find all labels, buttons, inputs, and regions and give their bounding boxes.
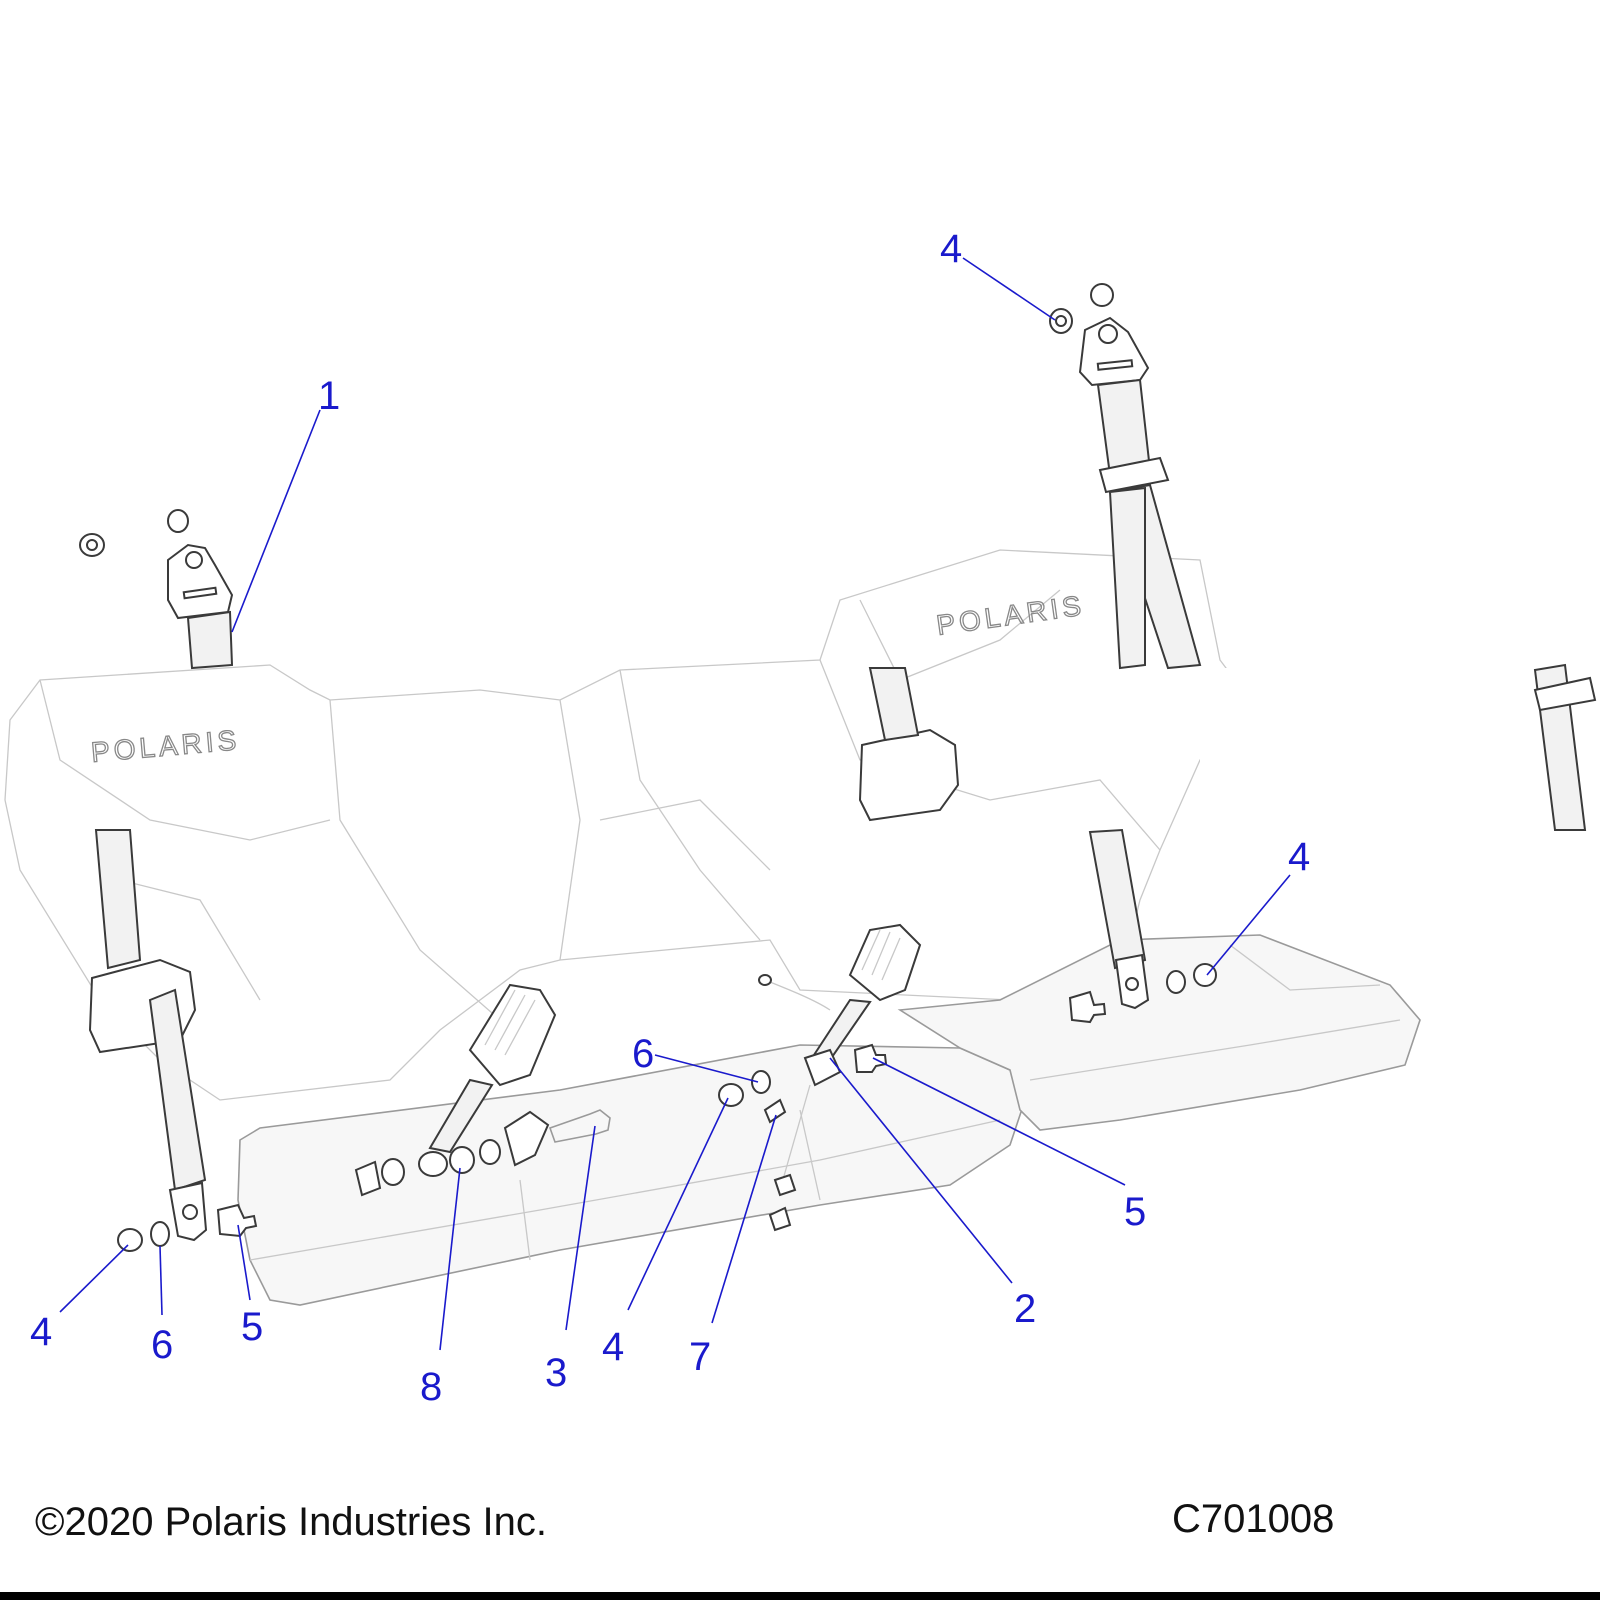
callout-4-center: 4	[602, 1097, 729, 1369]
bottom-border	[0, 1592, 1600, 1600]
svg-text:6: 6	[151, 1323, 173, 1367]
callout-2: 2	[829, 1057, 1036, 1331]
svg-text:7: 7	[689, 1335, 711, 1379]
buckle-left	[468, 983, 557, 1087]
svg-text:5: 5	[241, 1305, 263, 1349]
washer-lower-left	[150, 1221, 170, 1247]
svg-text:4: 4	[940, 227, 962, 271]
callout-5-right: 5	[872, 1057, 1146, 1234]
bolt-right	[1068, 990, 1107, 1024]
callout-5-left: 5	[237, 1224, 263, 1349]
bushing-center	[449, 1146, 475, 1174]
callout-4-left: 4	[30, 1244, 129, 1354]
nut-lower-left	[117, 1228, 143, 1252]
svg-text:5: 5	[1124, 1190, 1146, 1234]
washer-right	[1166, 970, 1186, 994]
seat-base-right	[897, 934, 1421, 1131]
svg-text:1: 1	[318, 374, 340, 418]
retractor-right	[858, 728, 960, 822]
seat-base-left	[237, 1044, 1026, 1306]
bolt-center	[548, 1109, 611, 1143]
nut-right	[1193, 963, 1217, 987]
callout-6-center: 6	[632, 1032, 759, 1083]
seat-belt-assembly-left	[79, 509, 234, 1242]
belt-fragment-right-edge	[1533, 663, 1597, 831]
callout-1: 1	[231, 374, 340, 633]
callout-8: 8	[420, 1167, 461, 1409]
anchor-plate-center	[503, 1110, 550, 1167]
center-buckle-left	[354, 983, 611, 1197]
svg-text:4: 4	[1288, 835, 1310, 879]
callout-3: 3	[545, 1125, 596, 1395]
svg-text:2: 2	[1014, 1287, 1036, 1331]
washer-center-right	[751, 1070, 771, 1094]
diagram-code: C701008	[1172, 1497, 1335, 1541]
belt-anchor-top-right	[1078, 316, 1150, 387]
bolt-lower-left	[216, 1203, 258, 1238]
svg-text:6: 6	[632, 1032, 654, 1076]
svg-text:4: 4	[30, 1310, 52, 1354]
belt-guide-right	[1098, 456, 1170, 494]
svg-text:4: 4	[602, 1325, 624, 1369]
polaris-logo-left: POLARIS	[90, 724, 242, 768]
spacer-center-right	[718, 1083, 744, 1107]
seat-backrest	[4, 549, 1251, 1101]
center-buckle-right	[718, 923, 922, 1232]
callout-7: 7	[689, 1114, 777, 1379]
spacer-top-left	[167, 509, 189, 533]
spacer-top-right	[1090, 283, 1114, 307]
lower-hardware-left	[117, 1203, 258, 1252]
belt-anchor-top-left	[167, 543, 234, 620]
copyright-notice: ©2020 Polaris Industries Inc.	[35, 1500, 547, 1544]
polaris-logo-right: POLARIS	[935, 589, 1087, 640]
seat-belt-assembly-right	[858, 283, 1217, 1024]
callout-4-top: 4	[940, 227, 1056, 321]
callout-4-right: 4	[1206, 835, 1310, 976]
callout-6-left: 6	[151, 1245, 173, 1367]
buckle-right	[848, 923, 922, 1002]
switch-harness	[763, 1098, 787, 1124]
svg-text:8: 8	[420, 1365, 442, 1409]
svg-text:3: 3	[545, 1351, 567, 1395]
